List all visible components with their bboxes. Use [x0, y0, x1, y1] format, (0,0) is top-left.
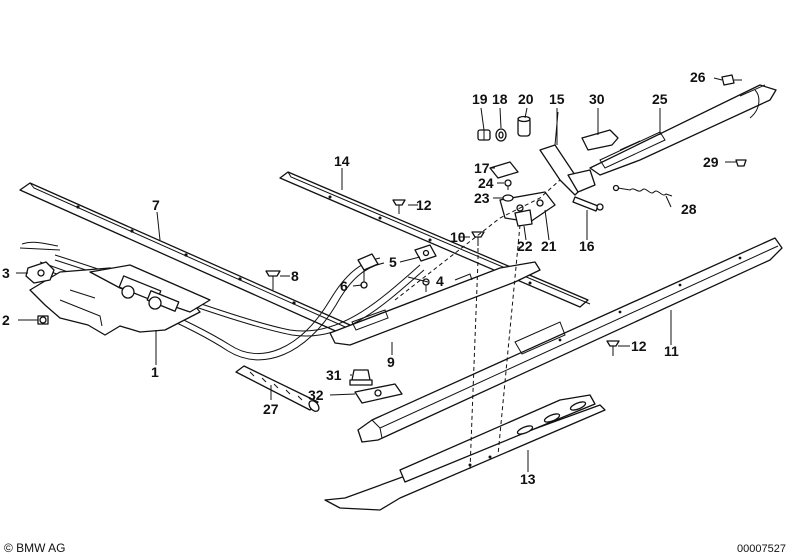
callout-3: 3	[2, 265, 10, 281]
screw-part-26[interactable]	[721, 74, 742, 86]
callout-25: 25	[652, 91, 668, 107]
callout-12a: 12	[416, 197, 432, 213]
cap-nut-part-31[interactable]	[349, 369, 373, 386]
callout-19: 19	[472, 91, 488, 107]
callout-30: 30	[589, 91, 605, 107]
screw-part-2[interactable]	[37, 315, 49, 325]
cable-clamp-part-5[interactable]	[414, 244, 437, 262]
callout-4: 4	[436, 273, 444, 289]
alignment-lines	[394, 179, 561, 471]
callout-16: 16	[579, 238, 595, 254]
callout-32: 32	[308, 387, 324, 403]
callout-18: 18	[492, 91, 508, 107]
callout-27: 27	[263, 401, 279, 417]
pin-part-16[interactable]	[572, 196, 604, 212]
leader-lines	[16, 77, 736, 472]
bracket-part-32[interactable]	[354, 383, 403, 404]
copyright-text: © BMW AG	[4, 541, 66, 555]
deflector-part-13[interactable]	[324, 394, 606, 511]
cable-clamp-part-6[interactable]	[357, 253, 379, 289]
callout-21: 21	[541, 238, 557, 254]
callout-15: 15	[549, 91, 565, 107]
callout-13: 13	[520, 471, 536, 487]
cover-part-30[interactable]	[581, 129, 619, 151]
callout-31: 31	[326, 367, 342, 383]
clip-part-22[interactable]	[514, 209, 533, 227]
washer-part-23[interactable]	[502, 194, 514, 202]
callout-6: 6	[340, 278, 348, 294]
callout-26: 26	[690, 69, 706, 85]
callout-24: 24	[478, 175, 494, 191]
callout-2: 2	[2, 312, 10, 328]
bushing-part-18[interactable]	[495, 128, 507, 142]
callout-14: 14	[334, 153, 350, 169]
callout-20: 20	[518, 91, 534, 107]
lever-arm-part-15[interactable]	[539, 111, 596, 196]
screw-part-24[interactable]	[504, 179, 512, 190]
screw-part-8[interactable]	[265, 270, 281, 290]
clip-part-3[interactable]	[25, 261, 55, 284]
bushing-part-19[interactable]	[477, 129, 491, 141]
tube-part-27[interactable]	[235, 365, 321, 413]
callout-7: 7	[152, 197, 160, 213]
slider-part-17[interactable]	[489, 161, 519, 179]
bushing-part-20[interactable]	[517, 115, 531, 137]
callout-10: 10	[450, 229, 466, 245]
guide-rail-part-7[interactable]	[19, 182, 353, 334]
spring-part-28[interactable]	[612, 184, 673, 197]
guide-rail-part-11[interactable]	[357, 237, 783, 443]
screw-part-12-upper[interactable]	[392, 199, 406, 214]
diagram-number: 00007527	[737, 543, 786, 555]
callout-5: 5	[389, 254, 397, 270]
drive-bracket-part-1[interactable]	[29, 264, 211, 336]
callout-23: 23	[474, 190, 490, 206]
callout-17: 17	[474, 160, 490, 176]
callout-22: 22	[517, 238, 533, 254]
rear-guide-part-25[interactable]	[589, 84, 777, 176]
callout-28: 28	[681, 201, 697, 217]
callout-labels: 1 2 3 4 5 6 7 8 9 10 11 12 12 13 14 15 1…	[2, 69, 719, 487]
callout-29: 29	[703, 154, 719, 170]
screw-part-29[interactable]	[735, 159, 747, 167]
slide-plate-part-9[interactable]	[329, 261, 541, 346]
callout-8: 8	[291, 268, 299, 284]
callout-1: 1	[151, 364, 159, 380]
callout-12b: 12	[631, 338, 647, 354]
callout-11: 11	[664, 343, 679, 359]
screw-part-12-lower[interactable]	[606, 340, 620, 356]
callout-9: 9	[387, 354, 395, 370]
